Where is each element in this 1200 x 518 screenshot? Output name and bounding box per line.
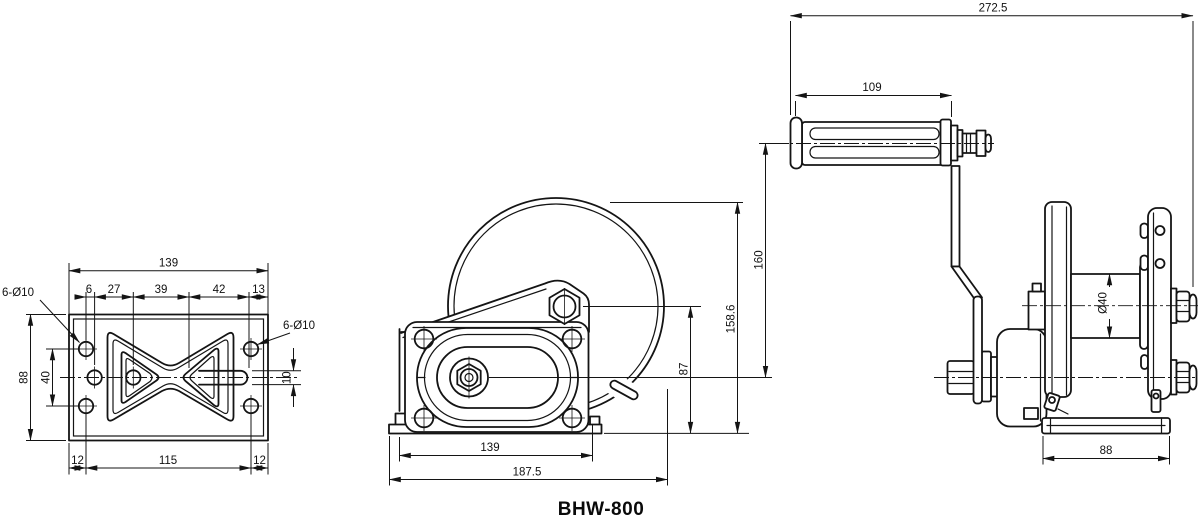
gear-housing-end — [996, 282, 1048, 428]
dim-base-width: 139 — [480, 442, 499, 454]
drum-axle-hex — [548, 288, 581, 325]
slot-cutout — [198, 369, 249, 386]
dim-plate-height: 88 — [19, 371, 31, 384]
crank-arm — [950, 165, 983, 299]
mounting-plate-top-view: 139 6 27 39 42 13 12 — [2, 258, 315, 475]
dim-slot-height: 10 — [282, 371, 294, 384]
dim-bottom-span: 115 — [159, 455, 177, 467]
dim-grip-length: 109 — [862, 82, 881, 94]
dim-chain-6: 6 — [86, 284, 92, 296]
end-view-dimensions: 272.5 109 160 Ø40 88 — [754, 3, 1194, 465]
dim-chain-42: 42 — [213, 284, 226, 296]
callout-holes-left: 6-Ø10 — [2, 287, 34, 299]
cable-end — [609, 379, 639, 401]
crank-hub — [946, 295, 1000, 405]
dim-overall-length: 187.5 — [513, 467, 542, 479]
ratchet-pawl — [1043, 389, 1162, 415]
dim-bottom-right: 12 — [253, 455, 266, 467]
handle-grip — [789, 116, 992, 170]
dim-hole-rows: 40 — [41, 371, 53, 384]
leader-holes-right — [257, 332, 291, 345]
dim-plate-width: 139 — [159, 258, 178, 270]
drum-assembly — [1044, 201, 1172, 400]
input-shaft-end — [449, 356, 489, 399]
dim-drum-diameter: Ø40 — [1098, 292, 1110, 314]
tie-rod-nuts — [1170, 287, 1198, 396]
ratchet-flange — [1147, 207, 1172, 400]
housing-corner-bolts — [411, 326, 585, 431]
winch-end-view: 272.5 109 160 Ø40 88 — [754, 3, 1198, 465]
winch-side-view: 139 187.5 87 158.6 — [388, 197, 772, 486]
bowtie-emboss — [106, 331, 249, 422]
callout-holes-right: 6-Ø10 — [283, 320, 315, 332]
end-view-base — [1041, 417, 1171, 435]
dim-bottom-left: 12 — [71, 455, 84, 467]
side-view-dimensions: 139 187.5 87 158.6 — [388, 201, 772, 486]
dim-chain-39: 39 — [155, 284, 168, 296]
plate-dimensions: 139 6 27 39 42 13 12 — [2, 258, 315, 475]
dim-chain-27: 27 — [108, 284, 121, 296]
dim-overall-width: 272.5 — [979, 3, 1008, 15]
dim-axle-height: 87 — [679, 363, 691, 376]
mounting-holes — [75, 338, 262, 417]
dim-overall-height: 158.6 — [726, 305, 738, 334]
dim-base-depth: 88 — [1100, 445, 1113, 457]
dim-chain-13: 13 — [252, 284, 265, 296]
leader-holes-left — [39, 299, 80, 343]
model-title: BHW-800 — [558, 499, 645, 518]
dim-crank-radius: 160 — [754, 250, 766, 269]
